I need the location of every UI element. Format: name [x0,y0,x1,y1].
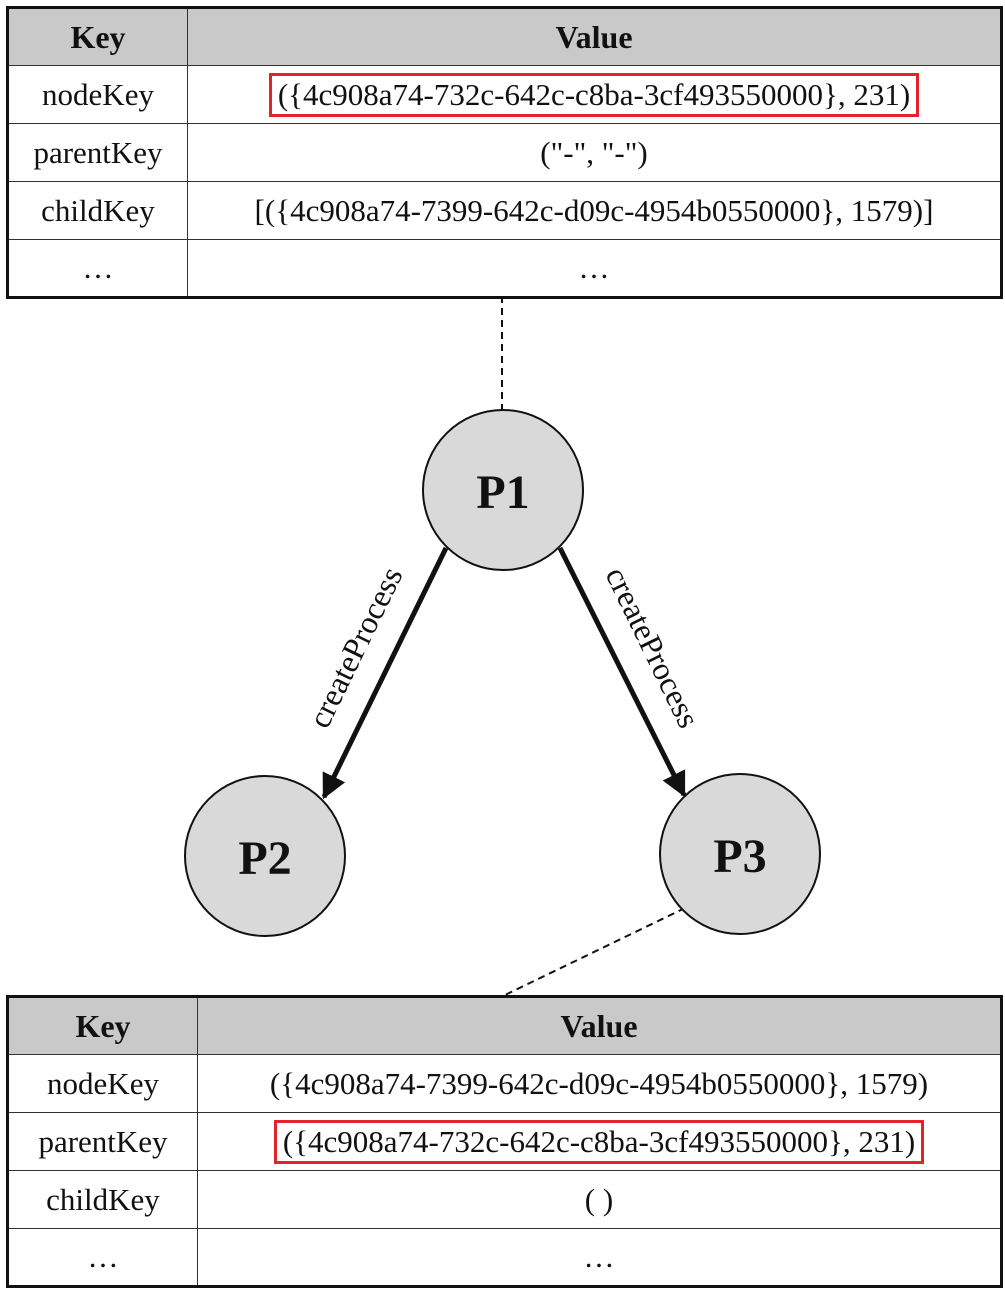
table-row: childKey [({4c908a74-7399-642c-d09c-4954… [7,181,1002,240]
edge-label-p1-p2: createProcess [301,561,410,733]
table-header-row: Key Value [7,996,1002,1055]
table-row: childKey ( ) [7,1170,1002,1229]
row-key: … [7,1228,198,1287]
row-key: nodeKey [7,1054,198,1113]
table-row: nodeKey ({4c908a74-732c-642c-c8ba-3cf493… [7,65,1002,124]
row-key: … [7,239,188,298]
table-row: … … [7,239,1002,298]
key-column-header: Key [7,7,188,66]
node-label-p1: P1 [476,466,529,519]
highlighted-node-key: ({4c908a74-732c-642c-c8ba-3cf493550000},… [268,72,920,117]
node-p1: P1 [422,409,584,571]
node-label-p3: P3 [713,830,766,883]
value-column-header: Value [197,996,1002,1055]
key-column-header: Key [7,996,198,1055]
p3-record-table: Key Value nodeKey ({4c908a74-7399-642c-d… [6,995,1003,1288]
edge-p1-p2 [321,546,449,800]
row-value: ({4c908a74-732c-642c-c8ba-3cf493550000},… [197,1112,1002,1171]
highlighted-parent-key: ({4c908a74-732c-642c-c8ba-3cf493550000},… [273,1119,925,1164]
node-p3: P3 [659,773,821,935]
row-key: parentKey [7,123,188,182]
table-row: nodeKey ({4c908a74-7399-642c-d09c-4954b0… [7,1054,1002,1113]
value-column-header: Value [187,7,1002,66]
row-value: ({4c908a74-732c-642c-c8ba-3cf493550000},… [187,65,1002,124]
node-label-p2: P2 [238,832,291,885]
table-header-row: Key Value [7,7,1002,66]
row-key: nodeKey [7,65,188,124]
edge-p1-p3 [557,546,687,798]
table-row: … … [7,1228,1002,1287]
table-row: parentKey ({4c908a74-732c-642c-c8ba-3cf4… [7,1112,1002,1171]
row-value: [({4c908a74-7399-642c-d09c-4954b0550000}… [187,181,1002,240]
row-value: ( ) [197,1170,1002,1229]
row-value: … [187,239,1002,298]
bottom-table-connector [504,907,686,996]
row-value: ({4c908a74-7399-642c-d09c-4954b0550000},… [197,1054,1002,1113]
row-value: … [197,1228,1002,1287]
row-key: childKey [7,181,188,240]
row-value: ("-", "-") [187,123,1002,182]
edge-label-p1-p3: createProcess [599,561,708,733]
node-p2: P2 [184,775,346,937]
table-row: parentKey ("-", "-") [7,123,1002,182]
row-key: childKey [7,1170,198,1229]
row-key: parentKey [7,1112,198,1171]
p1-record-table: Key Value nodeKey ({4c908a74-732c-642c-c… [6,6,1003,299]
